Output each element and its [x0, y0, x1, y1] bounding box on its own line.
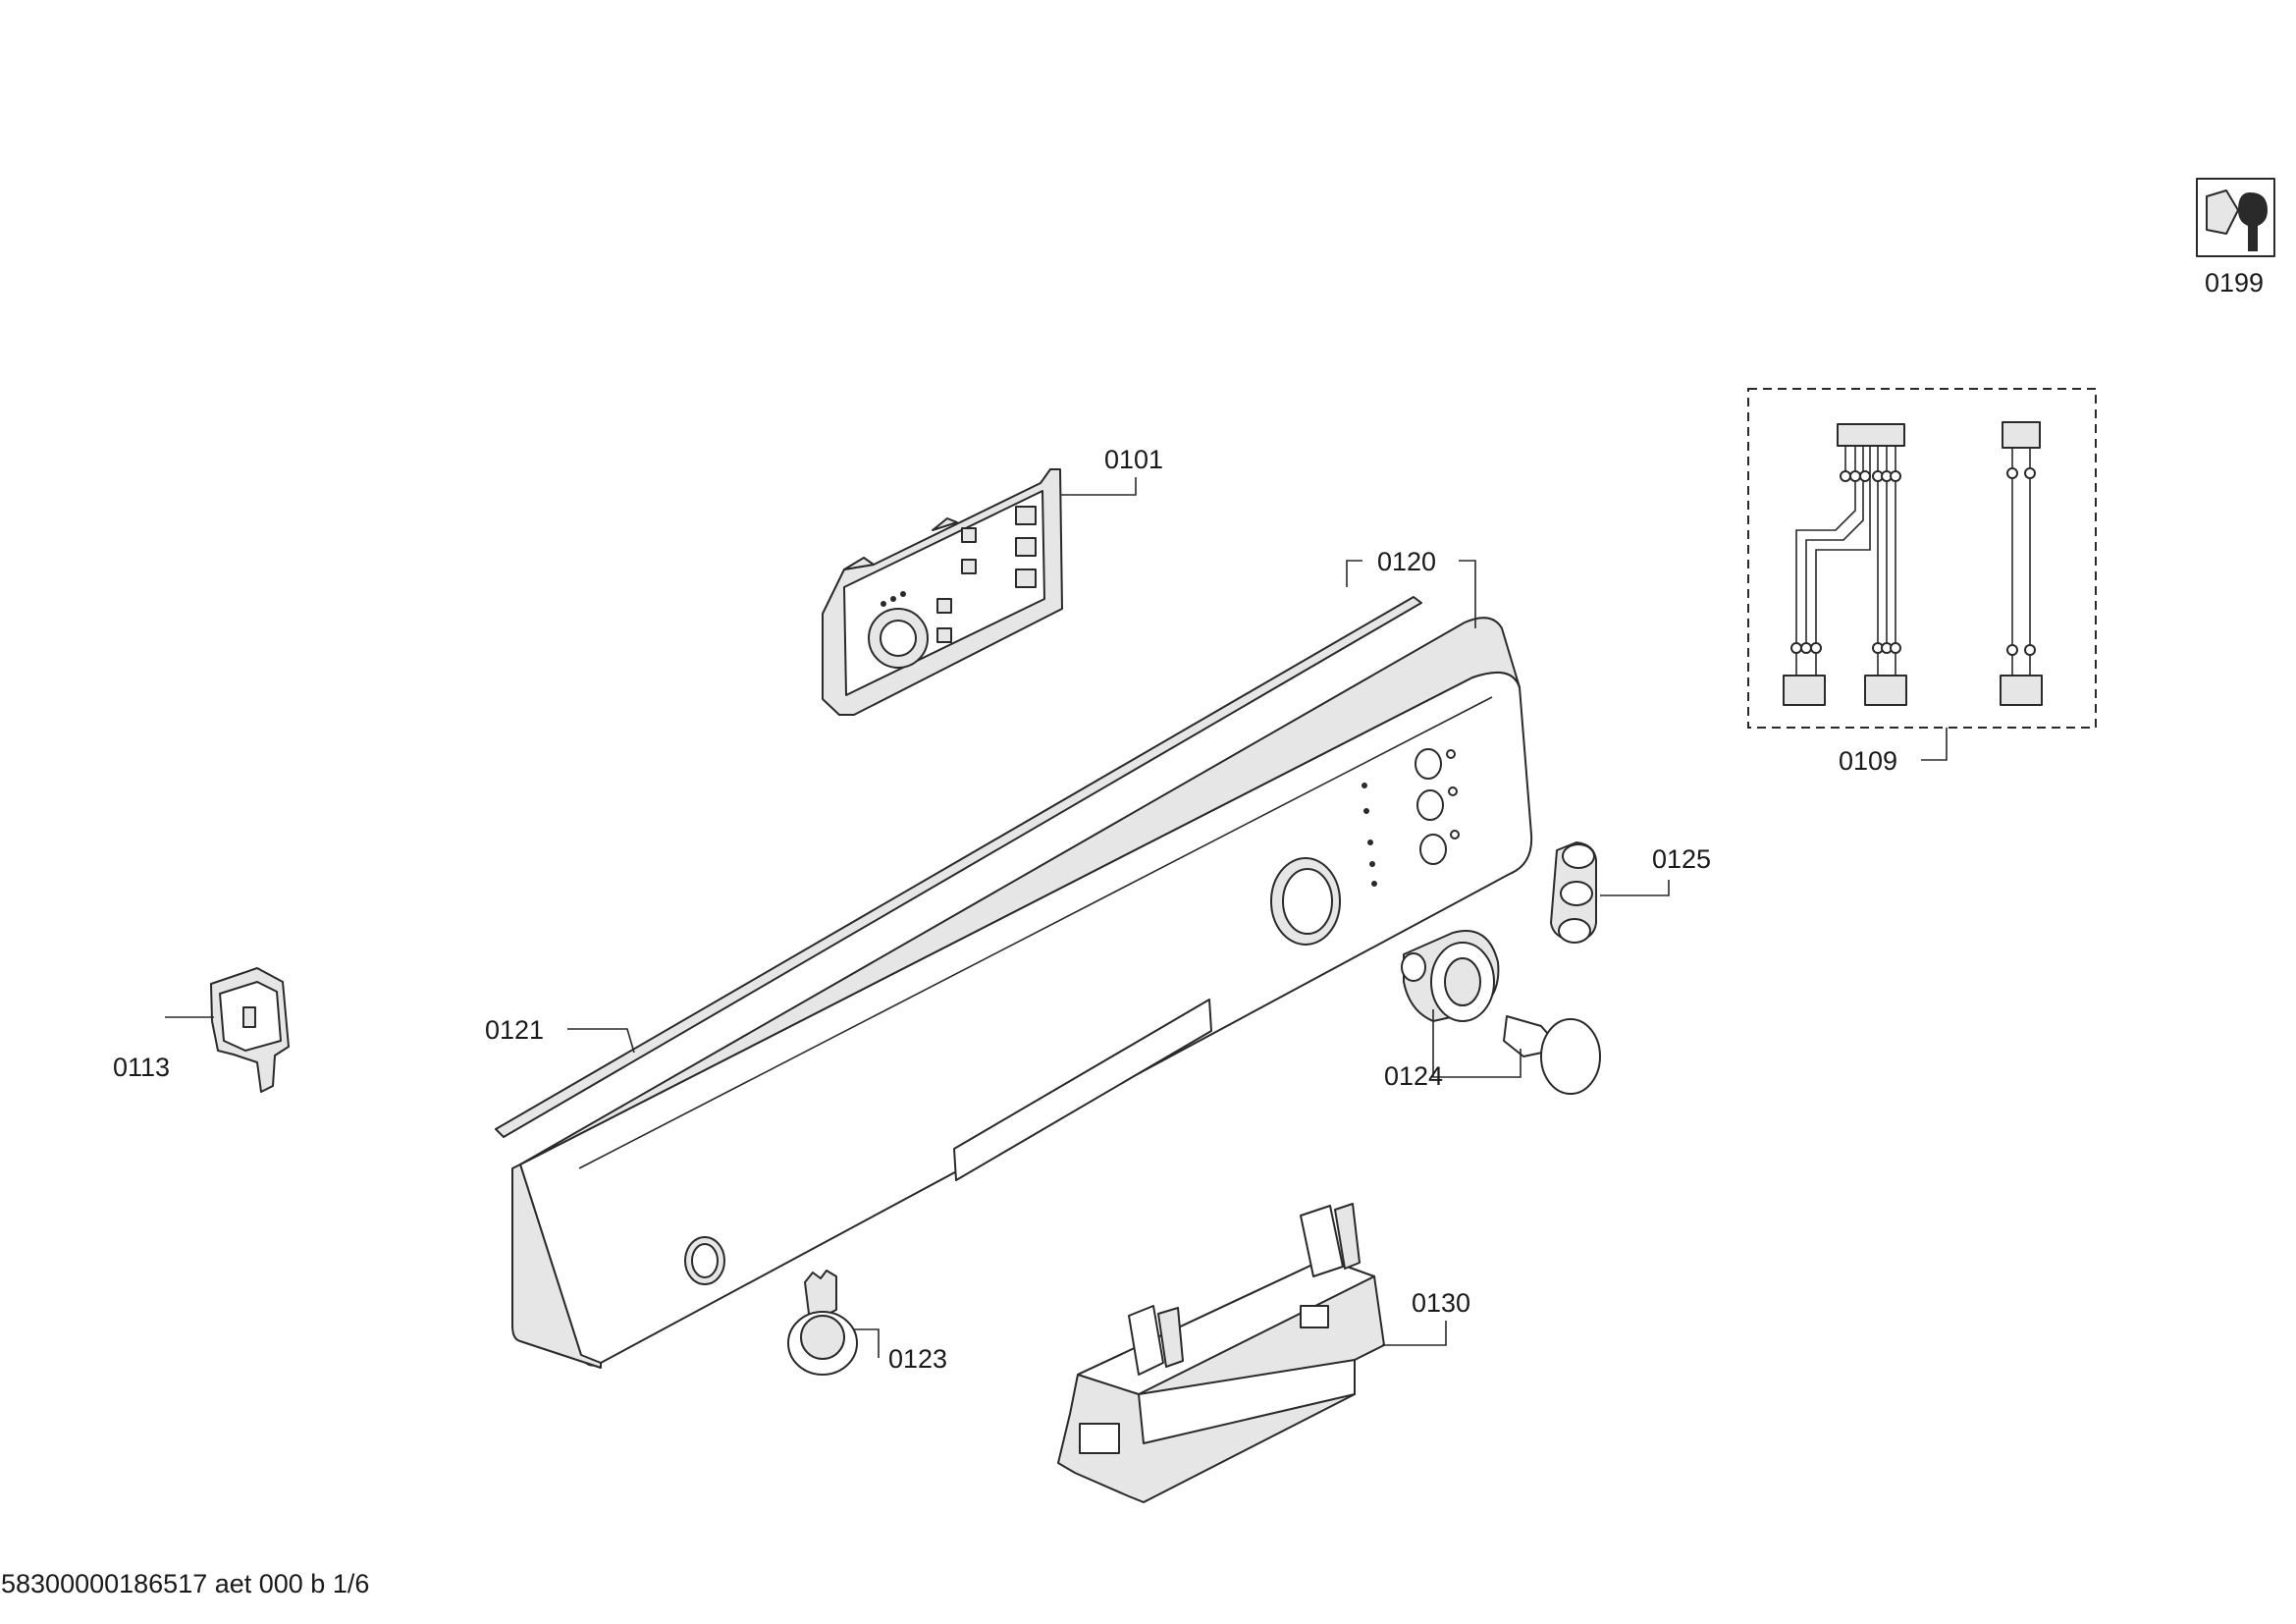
- mounting-clip: [210, 967, 290, 1093]
- label-0109: 0109: [1839, 746, 1897, 776]
- mounting-bracket: [1057, 1203, 1385, 1503]
- trim-strip: [495, 596, 1422, 1138]
- part-0125[interactable]: 0125: [1550, 841, 1711, 944]
- part-0130[interactable]: 0130: [1057, 1203, 1470, 1503]
- part-0124[interactable]: 0124: [1384, 930, 1601, 1095]
- wiring-harness-right: [2000, 421, 2043, 706]
- part-0121[interactable]: 0121: [485, 596, 1422, 1138]
- wiring-harness-left: [1783, 423, 1907, 706]
- wrench-bolt-icon: [2196, 178, 2275, 257]
- part-0123[interactable]: 0123: [787, 1270, 947, 1376]
- part-0109[interactable]: 0109: [1747, 388, 2097, 776]
- part-0120[interactable]: 0120: [511, 547, 1533, 1369]
- drawing-reference: 58300000186517 aet 000 b 1/6: [1, 1569, 369, 1598]
- label-0123: 0123: [888, 1344, 947, 1374]
- control-module: [822, 468, 1063, 716]
- label-0199: 0199: [2205, 268, 2264, 298]
- label-0130: 0130: [1412, 1288, 1470, 1318]
- label-0101: 0101: [1104, 445, 1163, 474]
- rotary-knob: [1401, 930, 1500, 1022]
- label-0125: 0125: [1652, 844, 1711, 874]
- control-panel-fascia: [511, 617, 1533, 1369]
- part-0199[interactable]: 0199: [2196, 178, 2275, 298]
- label-0113: 0113: [113, 1053, 170, 1082]
- knob-shaft: [1503, 1015, 1601, 1095]
- button-cap: [1550, 841, 1597, 944]
- label-0121: 0121: [485, 1015, 544, 1045]
- label-0120: 0120: [1377, 547, 1436, 576]
- harness-box: [1747, 388, 2097, 729]
- part-0101[interactable]: 0101: [822, 445, 1163, 716]
- label-0124: 0124: [1384, 1061, 1443, 1091]
- small-button: [787, 1270, 858, 1376]
- part-0113[interactable]: 0113: [113, 967, 290, 1093]
